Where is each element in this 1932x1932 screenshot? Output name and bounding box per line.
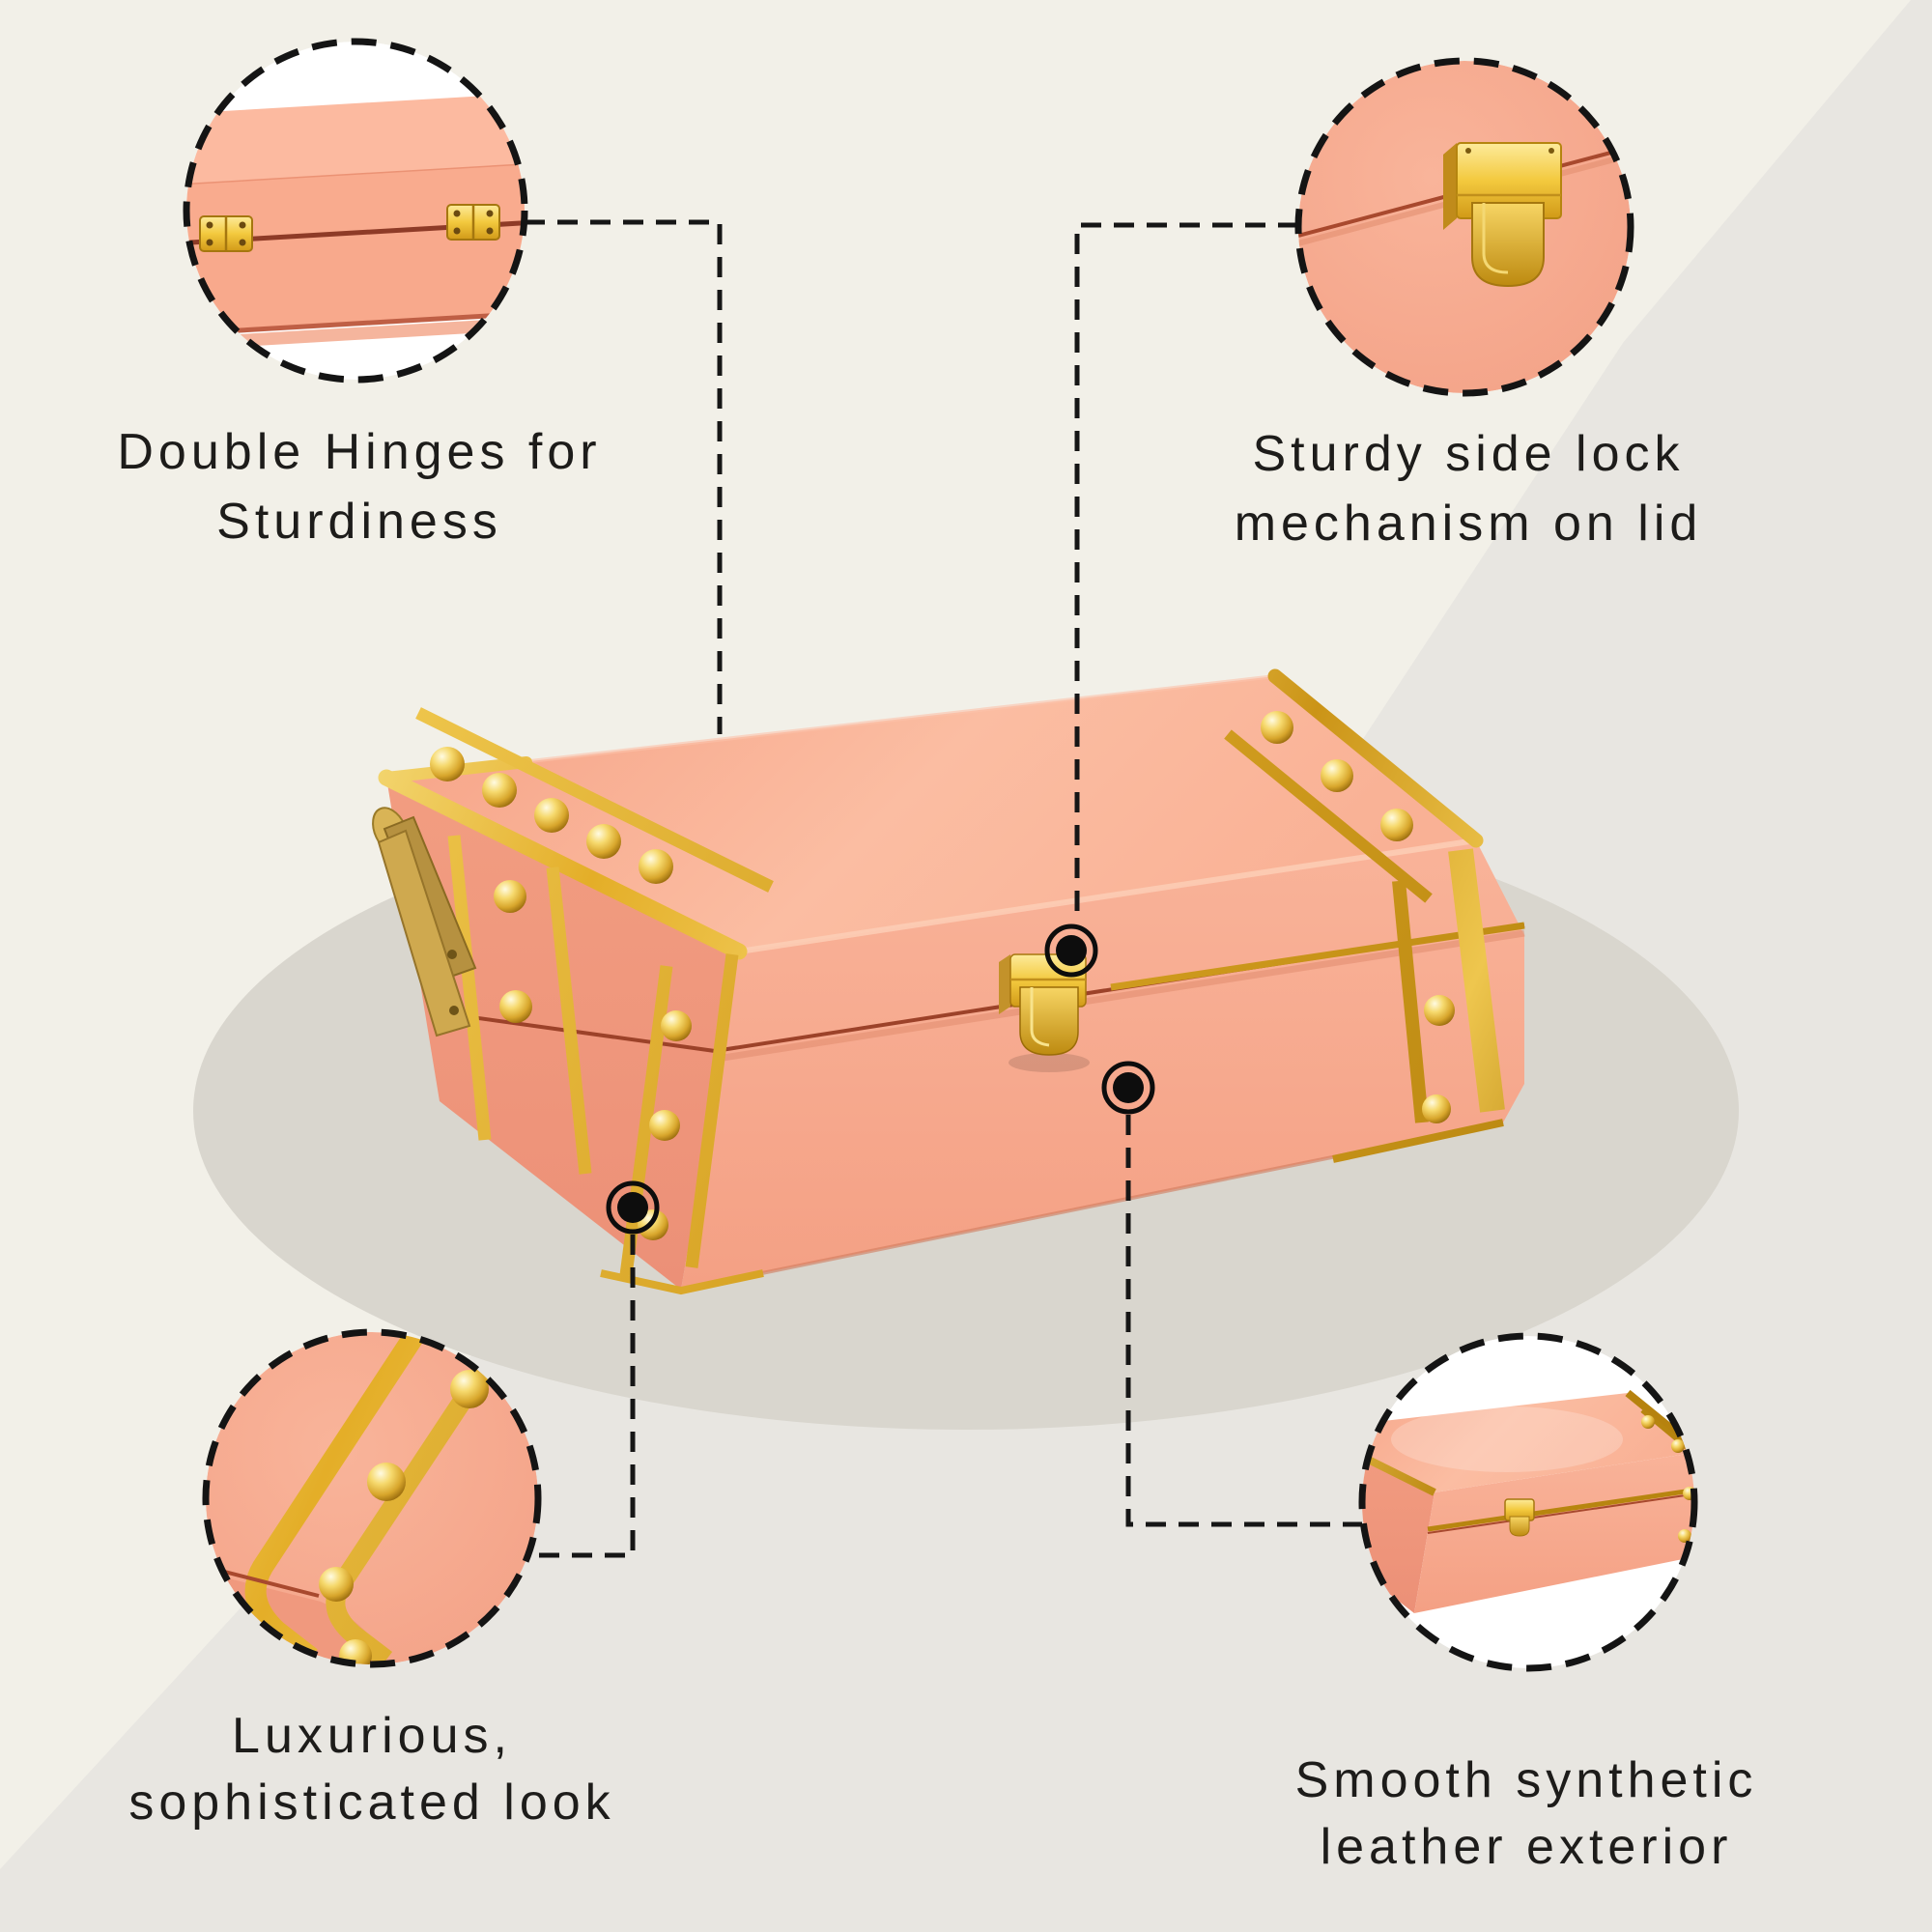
right-corner-stud-1 — [1424, 995, 1455, 1026]
dashed-circle-border-bottom-right — [1358, 1332, 1698, 1672]
mini-lock-icon — [1504, 1498, 1535, 1537]
lid-seam-gold-edging — [1110, 922, 1525, 991]
label-hinges-line2: Sturdiness — [216, 494, 502, 550]
box-left-face — [386, 778, 739, 1290]
right-corner-foil — [1448, 848, 1505, 1113]
hinge-icon-right — [446, 204, 500, 241]
zoom-circle-corner-trim — [202, 1328, 542, 1668]
callout-connectors — [525, 219, 1362, 1558]
label-hinges-line1: Double Hinges for — [117, 424, 602, 480]
target-dot-icon-front — [1101, 1061, 1155, 1115]
label-luxurious-line1: Luxurious, — [232, 1708, 512, 1764]
gold-edge-left-top — [378, 769, 748, 960]
front-belt-inner-rail — [685, 953, 739, 1268]
label-lock-line1: Sturdy side lock — [1252, 426, 1685, 482]
right-corner-rail — [1392, 880, 1429, 1123]
box-lock-latch — [999, 953, 1090, 1072]
dashed-circle-border-top-right — [1294, 57, 1634, 397]
leftface-stud-1 — [494, 880, 526, 913]
base-bottom-gold-right — [1332, 1119, 1504, 1163]
leftface-belt-rail-b — [546, 867, 592, 1175]
right-belt-studs — [1261, 711, 1413, 841]
base-bottom-gold-left — [600, 1269, 764, 1295]
dashed-circle-border-bottom-left — [202, 1328, 542, 1668]
connector-top-right — [1074, 222, 1298, 921]
mini-trunk-box — [1362, 1389, 1694, 1613]
target-dot-icon-corner — [606, 1180, 660, 1235]
connector-bottom-left — [531, 1235, 636, 1558]
box-front-face — [681, 840, 1524, 1290]
zoom-circle-lock — [1294, 57, 1634, 397]
connector-top-left — [525, 219, 723, 734]
lid-back-edge-highlight — [385, 674, 1276, 780]
hinge-icon-left — [199, 215, 253, 252]
label-lock-line2: mechanism on lid — [1234, 496, 1703, 552]
box-handle — [372, 807, 477, 1037]
label-luxurious-line2: sophisticated look — [128, 1775, 615, 1831]
lid-front-edge-highlight — [738, 838, 1477, 954]
right-corner-stud-2 — [1422, 1094, 1451, 1123]
label-leather-line2: leather exterior — [1320, 1819, 1733, 1875]
left-belt-studs — [430, 747, 673, 884]
seam-shadow — [716, 929, 1525, 1063]
trunk-box — [372, 668, 1525, 1295]
left-belt-inner-rail — [415, 707, 774, 893]
target-markers — [606, 923, 1155, 1235]
gold-edge-right-top — [1267, 668, 1484, 848]
target-dot-icon-lock — [1044, 923, 1098, 978]
front-belt-studs — [638, 1010, 692, 1240]
connector-bottom-right — [1125, 1115, 1362, 1527]
zoom-circle-leather — [1358, 1332, 1698, 1672]
label-leather-line1: Smooth synthetic — [1294, 1752, 1758, 1808]
leftface-stud-2 — [499, 990, 532, 1023]
zoom-circle-hinges — [183, 38, 528, 384]
lock-detail-icon — [1443, 142, 1562, 288]
front-belt-outer-rail — [619, 965, 673, 1276]
dashed-circle-border-top-left — [183, 38, 528, 384]
leftface-belt-rail-a — [447, 835, 492, 1141]
right-belt-inner-rail — [1224, 729, 1433, 903]
